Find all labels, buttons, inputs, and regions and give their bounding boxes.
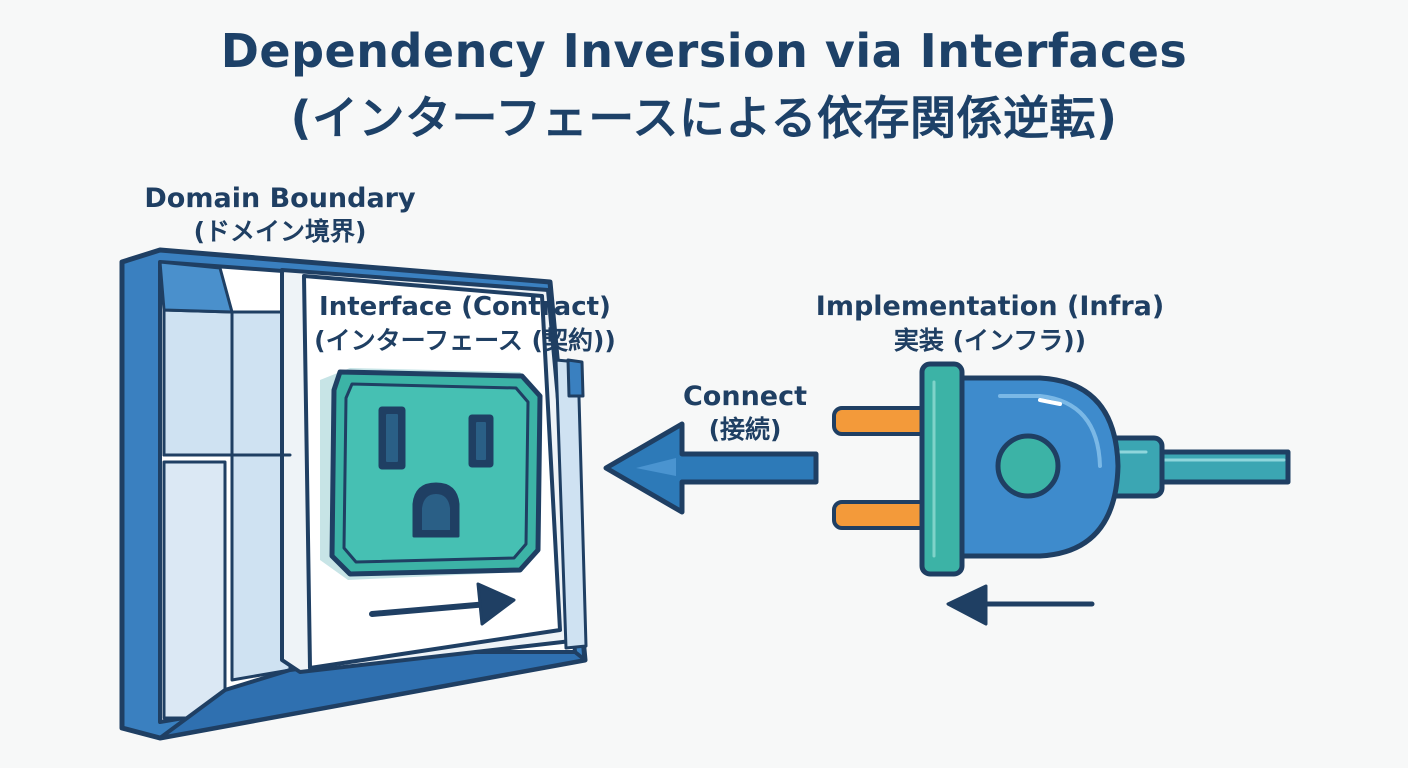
implementation-label: Implementation (Infra) 実装 (インフラ)) xyxy=(800,290,1180,358)
plug-left-arrow-icon xyxy=(946,584,1095,626)
left-arrow-icon xyxy=(603,421,819,515)
connect-label-en: Connect xyxy=(682,381,808,412)
interface-label-ja: (インターフェース (契約)) xyxy=(314,326,616,355)
implementation-label-ja: 実装 (インフラ)) xyxy=(893,326,1087,355)
power-socket-icon xyxy=(320,368,543,580)
diagram-title-en: Dependency Inversion via Interfaces xyxy=(220,24,1188,78)
domain-boundary-label: Domain Boundary (ドメイン境界) xyxy=(110,182,450,248)
domain-boundary-label-en: Domain Boundary xyxy=(144,183,416,214)
diagram-title-ja: (インターフェースによる依存関係逆転) xyxy=(290,91,1118,145)
connect-label-ja: (接続) xyxy=(708,415,782,444)
implementation-label-en: Implementation (Infra) xyxy=(815,291,1165,322)
interface-label-en: Interface (Contract) xyxy=(319,292,611,322)
connect-label: Connect (接続) xyxy=(660,380,830,446)
domain-boundary-label-ja: (ドメイン境界) xyxy=(193,217,367,246)
plate-right-arrow-icon xyxy=(369,582,516,626)
power-plug-icon xyxy=(832,361,1291,577)
interface-label: Interface (Contract) (インターフェース (契約)) xyxy=(300,290,630,358)
